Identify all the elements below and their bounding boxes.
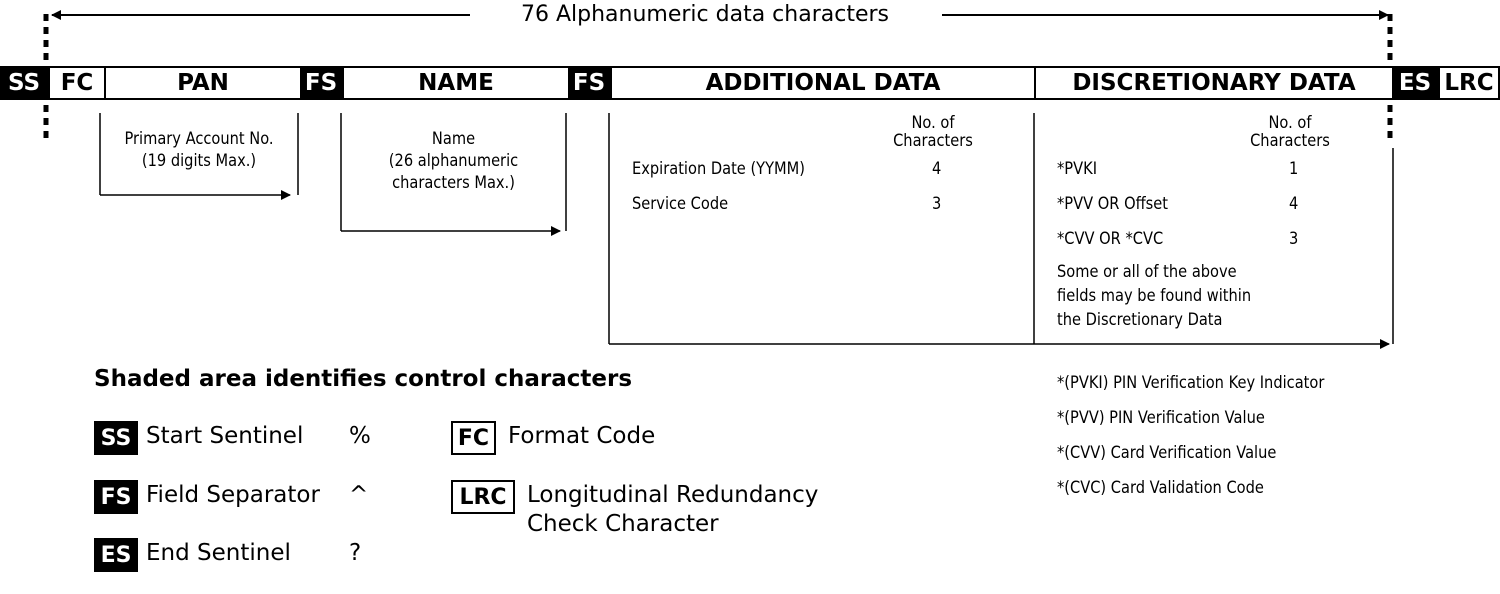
- legend-label-lrc-line-2: Check Character: [527, 511, 719, 537]
- discretionary-row-count: 4: [1289, 194, 1299, 214]
- pan-note-line-2: (19 digits Max.): [141, 151, 257, 171]
- pan-segment: PAN: [104, 66, 300, 100]
- discretionary-note: Some or all of the above fields may be f…: [1057, 260, 1283, 332]
- lrc-segment: LRC: [1438, 66, 1500, 100]
- footnote: *(CVC) Card Validation Code: [1057, 478, 1264, 498]
- name-note-line-3: characters Max.): [392, 173, 515, 193]
- discretionary-note-line-3: the Discretionary Data: [1057, 310, 1223, 330]
- additional-row-label: Expiration Date (YYMM): [632, 159, 805, 179]
- discretionary-data-segment: DISCRETIONARY DATA: [1034, 66, 1392, 100]
- discretionary-row-count: 1: [1289, 159, 1299, 179]
- discretionary-header: No. of Characters: [1225, 114, 1355, 150]
- track-record-bar: SS FC PAN FS NAME FS ADDITIONAL DATA DIS…: [0, 66, 1500, 100]
- discretionary-note-line-1: Some or all of the above: [1057, 262, 1237, 282]
- ss-segment: SS: [0, 66, 48, 100]
- legend-symbol-start-sentinel: %: [349, 423, 371, 449]
- legend-symbol-end-sentinel: ?: [349, 540, 362, 566]
- name-note-line-1: Name: [431, 129, 476, 149]
- es-segment: ES: [1392, 66, 1438, 100]
- additional-data-segment: ADDITIONAL DATA: [610, 66, 1034, 100]
- pan-note: Primary Account No. (19 digits Max.): [100, 128, 298, 172]
- legend-badge-ss: SS: [94, 421, 138, 455]
- legend-label-start-sentinel: Start Sentinel: [146, 423, 304, 449]
- legend-label-format-code: Format Code: [508, 423, 656, 449]
- additional-header-line-2: Characters: [893, 131, 973, 151]
- legend-badge-lrc: LRC: [451, 480, 515, 514]
- discretionary-row-label: *PVKI: [1057, 159, 1098, 179]
- additional-row-count: 3: [932, 194, 942, 214]
- name-segment: NAME: [342, 66, 568, 100]
- name-note-line-2: (26 alphanumeric: [388, 151, 519, 171]
- legend-label-lrc-line-1: Longitudinal Redundancy: [527, 482, 819, 508]
- discretionary-row-count: 3: [1289, 229, 1299, 249]
- footnote: *(PVV) PIN Verification Value: [1057, 408, 1265, 428]
- record-length-label: 76 Alphanumeric data characters: [521, 2, 889, 27]
- legend-badge-fc: FC: [451, 421, 496, 455]
- discretionary-header-line-1: No. of: [1268, 113, 1312, 133]
- discretionary-row-label: *CVV OR *CVC: [1057, 229, 1164, 249]
- discretionary-row-label: *PVV OR Offset: [1057, 194, 1169, 214]
- additional-header: No. of Characters: [868, 114, 998, 150]
- additional-row-count: 4: [932, 159, 942, 179]
- legend-badge-es: ES: [94, 538, 138, 572]
- discretionary-header-line-2: Characters: [1250, 131, 1330, 151]
- name-note: Name (26 alphanumeric characters Max.): [341, 128, 566, 194]
- legend-badge-fs: FS: [94, 480, 138, 514]
- fs-segment-2: FS: [568, 66, 610, 100]
- pan-note-line-1: Primary Account No.: [124, 129, 274, 149]
- legend-label-field-separator: Field Separator: [146, 482, 320, 508]
- additional-header-line-1: No. of: [911, 113, 955, 133]
- fs-segment-1: FS: [300, 66, 342, 100]
- legend-symbol-field-separator: ^: [349, 482, 369, 508]
- footnote: *(PVKI) PIN Verification Key Indicator: [1057, 373, 1325, 393]
- discretionary-note-line-2: fields may be found within: [1057, 286, 1252, 306]
- fc-segment: FC: [48, 66, 104, 100]
- legend-label-end-sentinel: End Sentinel: [146, 540, 291, 566]
- additional-row-label: Service Code: [632, 194, 729, 214]
- footnote: *(CVV) Card Verification Value: [1057, 443, 1277, 463]
- legend-title: Shaded area identifies control character…: [94, 366, 633, 392]
